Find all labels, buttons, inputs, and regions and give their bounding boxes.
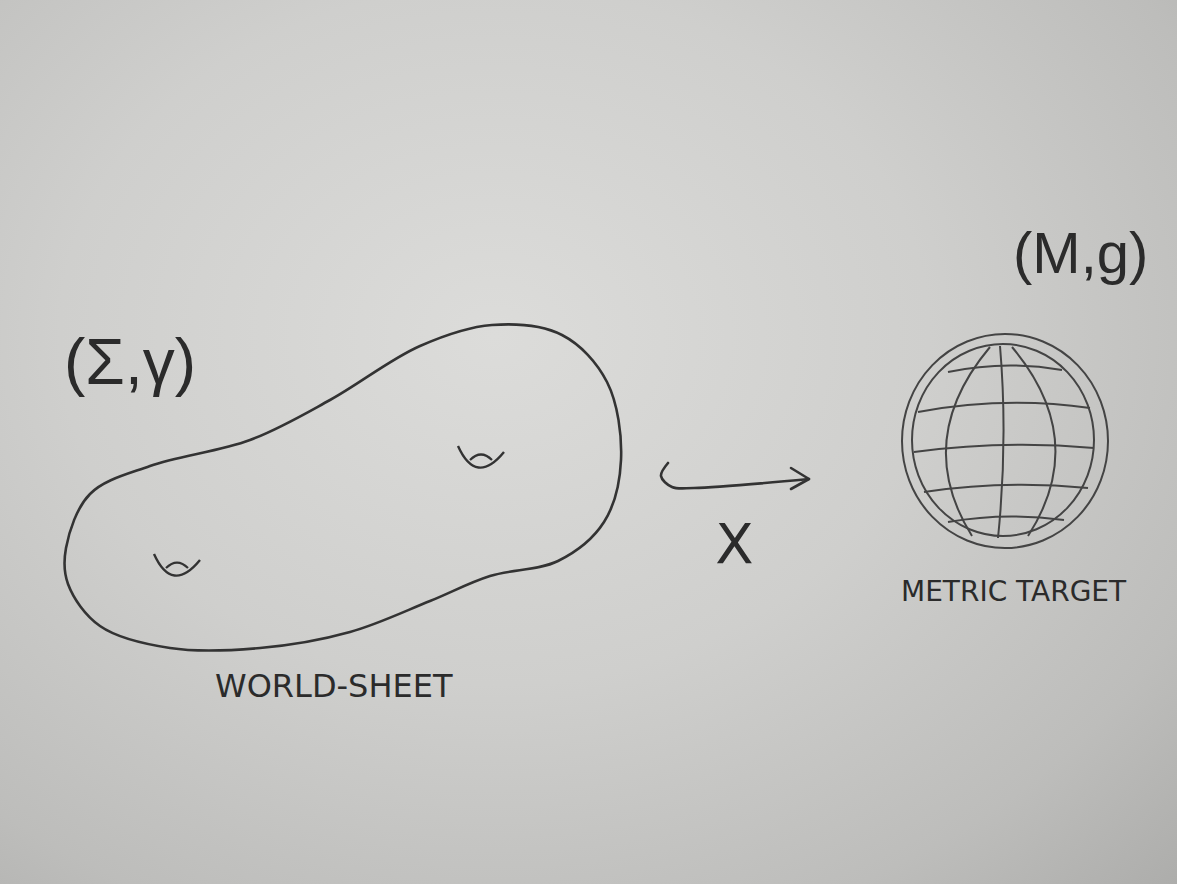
handle-hole [458, 446, 504, 468]
handle-hole [154, 554, 200, 576]
surface-symbol: (Σ,γ) [64, 330, 196, 394]
globe-grid-line [948, 365, 1062, 372]
globe-grid-line [1012, 347, 1055, 536]
globe-grid-line [948, 516, 1064, 522]
target-symbol: (M,g) [1013, 224, 1148, 282]
globe-grid-line [924, 485, 1088, 492]
world-sheet-surface: (Σ,γ) WORLD-SHEET [58, 320, 630, 725]
hook-arrow-line [661, 463, 809, 489]
handle-hole [470, 455, 492, 461]
node-outline [895, 222, 1163, 622]
globe-grid-line [998, 346, 1004, 538]
globe-figure [902, 334, 1108, 548]
hook-arrow [661, 463, 809, 489]
handle-hole [166, 563, 188, 569]
map-label: X [715, 516, 753, 572]
globe-grid-line [946, 347, 990, 536]
surface-caption: WORLD-SHEET [215, 670, 452, 702]
globe-grid-line [914, 445, 1094, 452]
surface-outline [64, 324, 621, 650]
target-caption: METRIC TARGET [901, 578, 1126, 606]
arrow-head [791, 468, 809, 489]
globe-grid-line [918, 403, 1090, 412]
globe-rim [902, 334, 1108, 548]
target-globe: (M,g) METRIC TARGET [895, 222, 1163, 622]
